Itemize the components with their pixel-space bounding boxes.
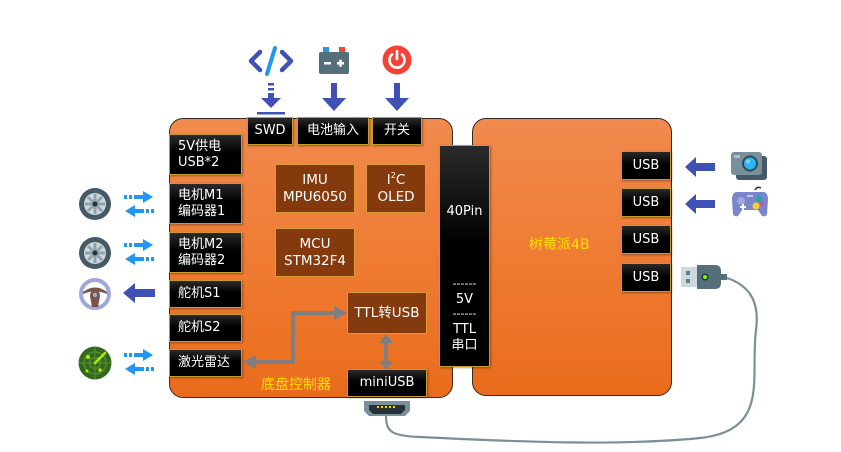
power-arrow-icon — [385, 83, 409, 111]
wheel-icon — [79, 237, 111, 269]
power-switch-label: 开关 — [383, 123, 410, 138]
port-lidar-label: 激光雷达 — [178, 355, 231, 370]
left-arrow-icon — [685, 194, 715, 214]
mini-usb-port: miniUSB — [347, 369, 427, 397]
ttl-usb-chip: TTL转USB — [347, 292, 427, 334]
ttl-usb-chip-label: TTL转USB — [354, 304, 420, 321]
port-motor-m2: 电机M2 编码器2 — [169, 232, 242, 273]
header-dashes-2: ------ — [452, 307, 477, 320]
port-servo-s1: 舵机S1 — [169, 280, 242, 308]
left-arrow-icon — [685, 157, 715, 177]
port-5v-usb: 5V供电 USB*2 — [169, 134, 242, 175]
oled-chip-line1: I2C — [386, 170, 406, 189]
port-motor-m1-line1: 电机M1 — [178, 187, 224, 203]
port-lidar: 激光雷达 — [169, 349, 242, 377]
chassis-controller-label: 底盘控制器 — [261, 377, 331, 393]
rpi-usb-port-1: USB — [621, 151, 671, 180]
oled-c-text: C — [395, 171, 406, 188]
port-servo-s2-label: 舵机S2 — [178, 320, 221, 335]
rpi-usb-port-4-label: USB — [632, 269, 660, 285]
code-icon — [248, 46, 294, 76]
swd-port-label: SWD — [254, 123, 286, 138]
rpi-usb-port-2: USB — [621, 188, 671, 217]
bidirectional-arrow-icon — [124, 191, 154, 217]
swd-port: SWD — [247, 117, 293, 145]
camera-icon — [731, 152, 767, 180]
port-motor-m2-line2: 编码器2 — [178, 252, 226, 268]
oled-chip: I2C OLED — [366, 164, 426, 213]
port-motor-m1: 电机M1 编码器1 — [169, 183, 242, 224]
radar-icon — [78, 346, 112, 380]
swd-arrow-icon — [257, 83, 285, 115]
imu-chip: IMU MPU6050 — [275, 164, 355, 213]
mini-usb-plug-icon — [364, 401, 410, 416]
power-icon — [382, 45, 412, 75]
port-servo-s2: 舵机S2 — [169, 314, 242, 342]
oled-chip-line2: OLED — [377, 188, 415, 205]
mcu-chip-line1: MCU — [299, 235, 331, 252]
imu-chip-line1: IMU — [302, 171, 328, 188]
battery-input-port: 电池输入 — [297, 117, 369, 145]
battery-input-label: 电池输入 — [306, 123, 359, 138]
rpi-usb-port-4: USB — [621, 263, 671, 292]
bidirectional-arrow-icon — [124, 349, 154, 375]
usb-plug-icon — [681, 265, 727, 289]
gamepad-icon — [732, 186, 768, 217]
mini-usb-label: miniUSB — [359, 375, 415, 390]
battery-icon — [319, 47, 349, 74]
port-motor-m2-line1: 电机M2 — [178, 236, 224, 252]
rpi-usb-port-3-label: USB — [632, 231, 660, 247]
left-arrow-icon — [123, 283, 155, 303]
header-40pin-label: 40Pin — [446, 204, 483, 219]
port-5v-usb-line2: USB*2 — [178, 154, 220, 170]
header-5v-label: 5V — [455, 292, 474, 307]
oled-i-text: I — [386, 171, 391, 188]
mcu-chip-line2: STM32F4 — [284, 252, 346, 269]
header-dashes-1: ------ — [452, 277, 477, 290]
port-servo-s1-label: 舵机S1 — [178, 286, 221, 301]
battery-arrow-icon — [322, 83, 346, 111]
header-ttl-label: TTL — [453, 322, 476, 337]
ttl-to-miniusb-connection — [379, 334, 393, 370]
mcu-chip: MCU STM32F4 — [275, 228, 355, 277]
raspberry-pi-label: 树莓派4B — [529, 237, 590, 253]
power-switch-port: 开关 — [372, 117, 422, 145]
port-motor-m1-line2: 编码器1 — [178, 203, 226, 219]
rpi-usb-port-3: USB — [621, 225, 671, 254]
rpi-usb-port-2-label: USB — [632, 194, 660, 210]
rpi-usb-port-1-label: USB — [632, 157, 660, 173]
ttl-to-lidar-connection — [243, 306, 347, 369]
port-5v-usb-line1: 5V供电 — [178, 138, 222, 154]
imu-chip-line2: MPU6050 — [282, 188, 348, 205]
header-40pin: 40Pin ------ 5V ------ TTL 串口 — [439, 145, 490, 367]
wheel-icon — [79, 188, 111, 220]
oled-superscript: 2 — [390, 170, 396, 180]
bidirectional-arrow-icon — [124, 239, 154, 265]
header-serial-label: 串口 — [451, 338, 478, 353]
steering-wheel-icon — [79, 278, 111, 310]
